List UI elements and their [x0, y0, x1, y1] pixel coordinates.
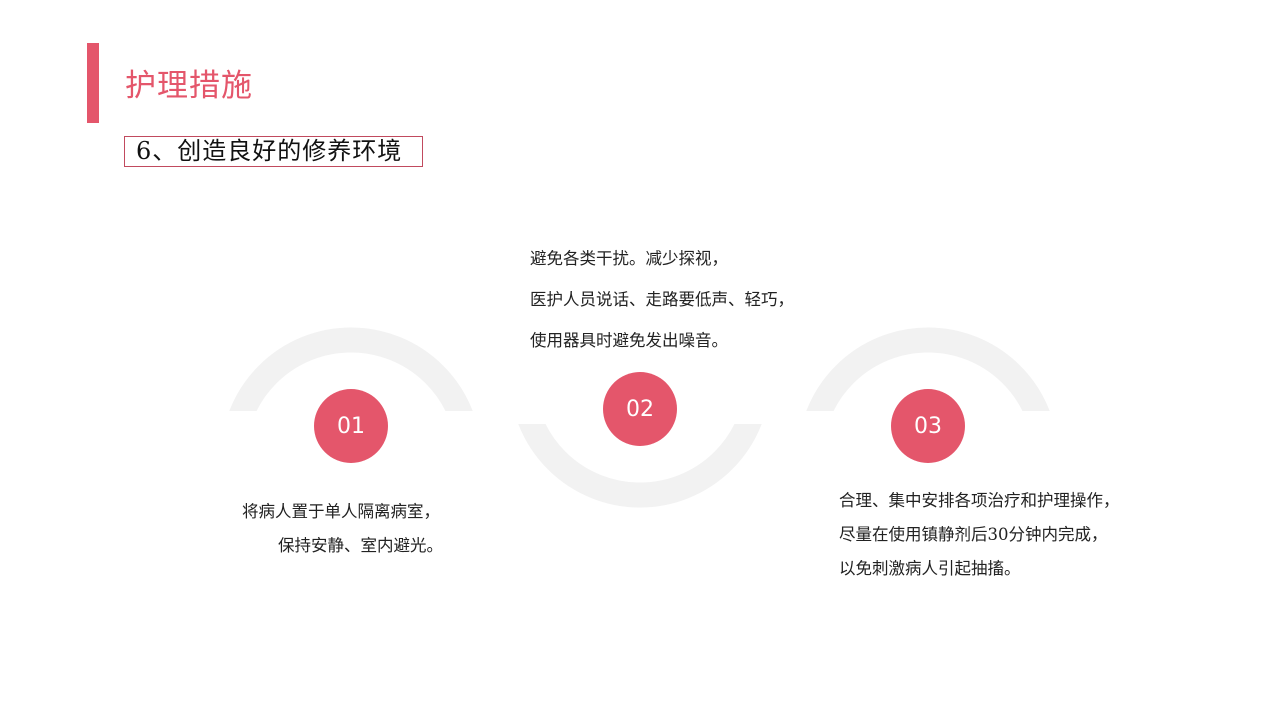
step-02-line-3: 使用器具时避免发出噪音。 — [530, 331, 728, 350]
step-03-line-2: 尽量在使用镇静剂后30分钟内完成， — [839, 525, 1108, 544]
subtitle-frame — [124, 136, 423, 167]
step-02-line-1: 避免各类干扰。减少探视， — [530, 249, 728, 268]
step-badge-02: 02 — [603, 372, 677, 446]
arc-top-1 — [229, 327, 473, 411]
step-badge-03: 03 — [891, 389, 965, 463]
step-02-description: 避免各类干扰。减少探视， 医护人员说话、走路要低声、轻巧， 使用器具时避免发出噪… — [530, 238, 794, 361]
section-subtitle: 6、创造良好的修养环境 — [136, 137, 403, 165]
page-title: 护理措施 — [125, 68, 253, 104]
step-badge-01: 01 — [314, 389, 388, 463]
step-03-line-1: 合理、集中安排各项治疗和护理操作， — [839, 491, 1120, 510]
step-01-line-2: 保持安静、室内避光。 — [278, 536, 443, 555]
arc-top-3 — [806, 327, 1050, 411]
title-accent-bar — [87, 43, 99, 123]
arc-bottom-2 — [518, 424, 762, 508]
step-02-line-2: 医护人员说话、走路要低声、轻巧， — [530, 290, 794, 309]
step-03-description: 合理、集中安排各项治疗和护理操作， 尽量在使用镇静剂后30分钟内完成， 以免刺激… — [839, 484, 1120, 586]
step-01-description: 将病人置于单人隔离病室， 保持安静、室内避光。 — [242, 495, 443, 563]
step-03-line-3: 以免刺激病人引起抽搐。 — [839, 559, 1021, 578]
step-01-line-1: 将病人置于单人隔离病室， — [242, 502, 440, 521]
